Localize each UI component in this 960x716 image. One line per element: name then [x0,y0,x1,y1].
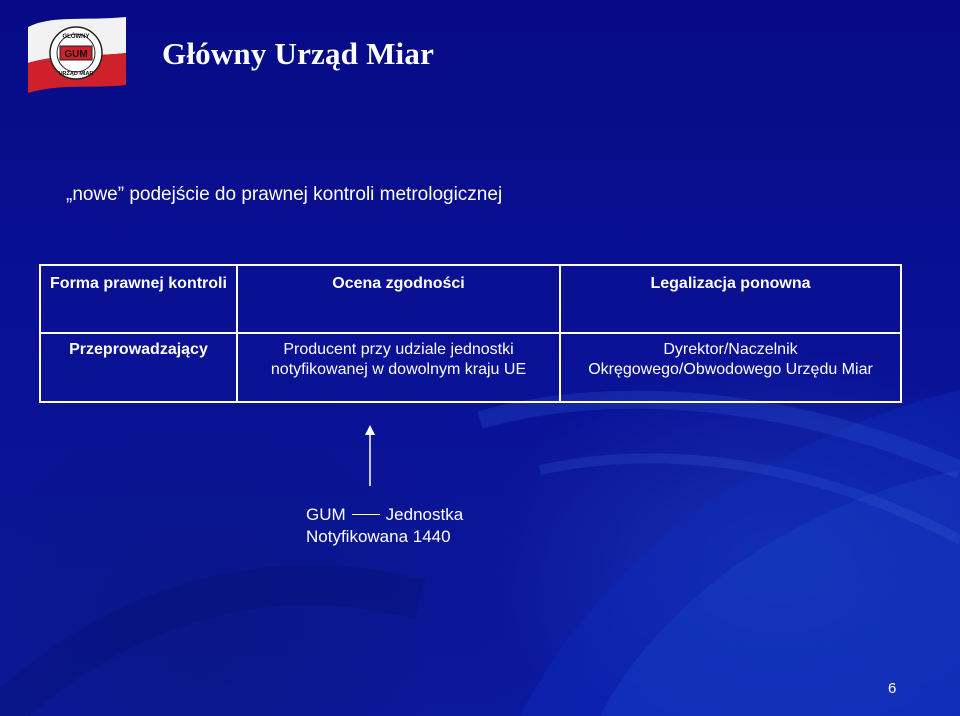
logo-top-text: GŁÓWNY [63,32,90,40]
caption-line-1: GUM Jednostka [306,504,463,526]
table-row: Forma prawnej kontroli Ocena zgodności L… [39,264,902,334]
logo-bottom-text: URZĄD MIAR [59,71,94,77]
up-arrow-icon [365,425,375,486]
row-label-form: Forma prawnej kontroli [39,264,238,334]
logo-center-text: GUM [64,49,87,60]
header-conformity: Ocena zgodności [236,264,561,334]
slide-subtitle: „nowe” podejście do prawnej kontroli met… [66,184,503,205]
cell-director: Dyrektor/Naczelnik Okręgowego/Obwodowego… [559,332,902,403]
page-number: 6 [888,680,897,697]
caption-gum: GUM [306,505,346,524]
comparison-table: Forma prawnej kontroli Ocena zgodności L… [39,264,902,403]
header-reverification: Legalizacja ponowna [559,264,902,334]
cell-producer: Producent przy udziale jednostki notyfik… [236,332,561,403]
caption: GUM Jednostka Notyfikowana 1440 [306,504,463,548]
caption-line-2: Notyfikowana 1440 [306,527,451,546]
row-label-performer: Przeprowadzający [39,332,238,403]
slide-title: Główny Urząd Miar [162,36,435,71]
caption-unit: Jednostka [385,505,464,524]
dash-divider [351,513,380,515]
table-row: Przeprowadzający Producent przy udziale … [39,332,902,403]
gum-logo: GUM GŁÓWNY URZĄD MIAR [28,17,126,93]
